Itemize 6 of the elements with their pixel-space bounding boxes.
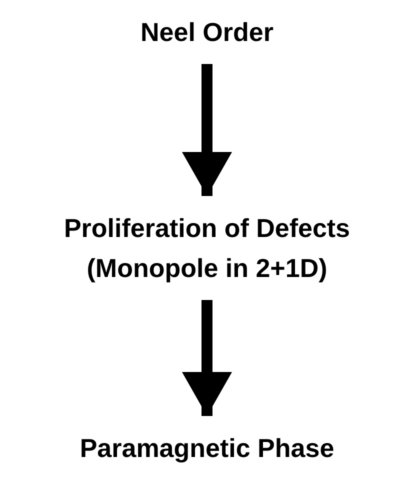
node-label: Paramagnetic Phase: [80, 428, 334, 468]
arrow: [182, 300, 232, 416]
node-label: Proliferation of Defects: [64, 208, 350, 248]
arrow: [182, 64, 232, 196]
node-label: (Monopole in 2+1D): [86, 252, 328, 285]
node-label: Neel Order: [140, 12, 274, 52]
